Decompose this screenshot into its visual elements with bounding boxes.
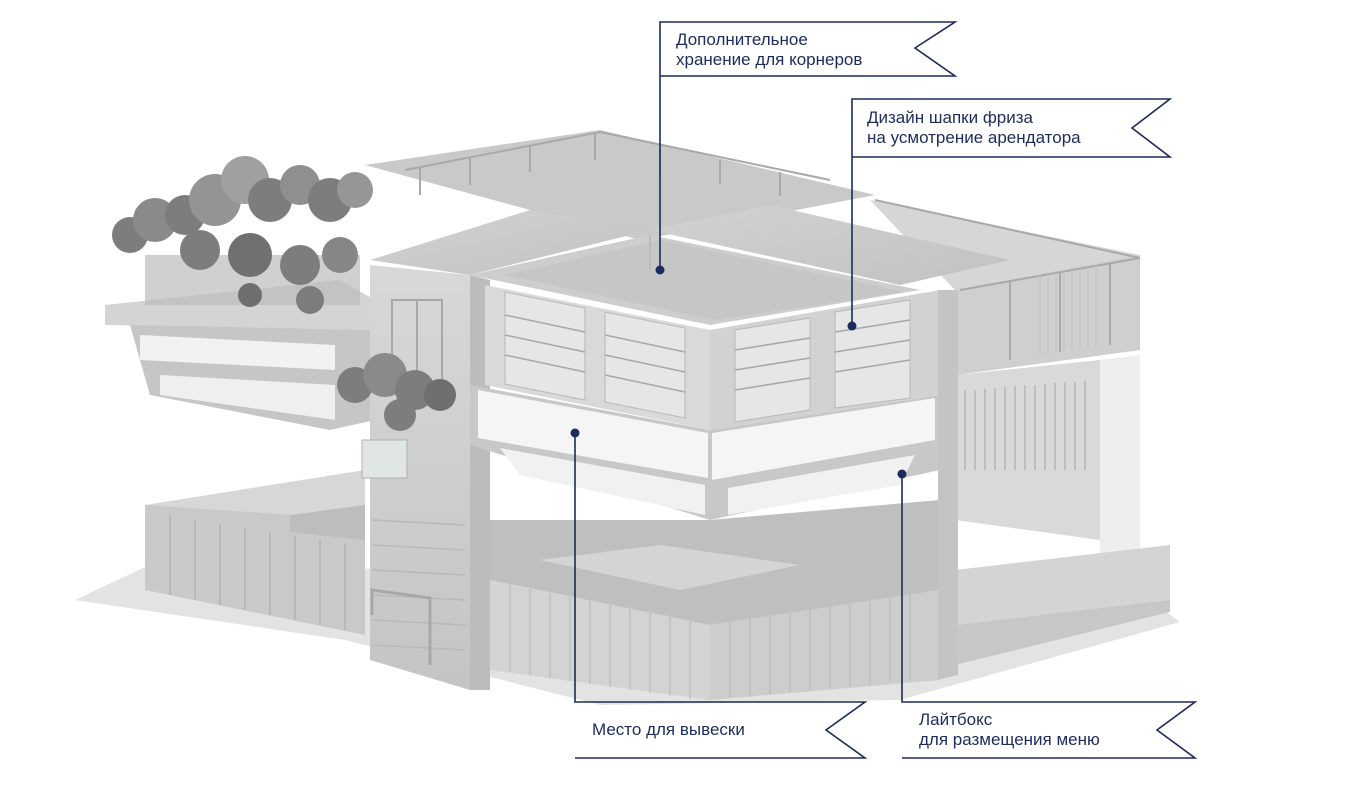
callout-sign-line1: Место для вывески [592,720,745,739]
storage-leader [659,21,958,270]
sign-band [470,385,940,520]
central-tower [361,265,490,690]
sign-dot [570,428,580,438]
lightbox-leader [901,474,1198,759]
callout-sign: Место для вывески [592,720,745,740]
left-counter [145,470,365,635]
callout-dots [570,265,907,479]
callout-storage-line1: Дополнительное [676,30,808,49]
lightbox-dot [897,469,907,479]
callout-lightbox-line1: Лайтбокс [919,710,993,729]
callout-frieze-line1: Дизайн шапки фриза [867,108,1034,127]
planter-foliage [112,156,456,431]
storage-dot [655,265,665,275]
callout-lightbox: Лайтбокс для размещения меню [919,710,1100,750]
left-overhang [105,255,375,430]
lower-counter [490,290,958,700]
callout-lightbox-line2: для размещения меню [919,730,1100,749]
frieze-dot [847,321,857,331]
frieze-leader [851,98,1173,326]
callout-frieze: Дизайн шапки фриза на усмотрение арендат… [867,108,1081,148]
callout-storage: Дополнительное хранение для корнеров [676,30,862,70]
main-roof [370,205,1010,325]
callout-storage-line2: хранение для корнеров [676,50,863,69]
callout-leaders [574,21,1198,759]
sign-leader [574,433,868,759]
callout-frieze-line2: на усмотрение арендатора [867,128,1081,147]
